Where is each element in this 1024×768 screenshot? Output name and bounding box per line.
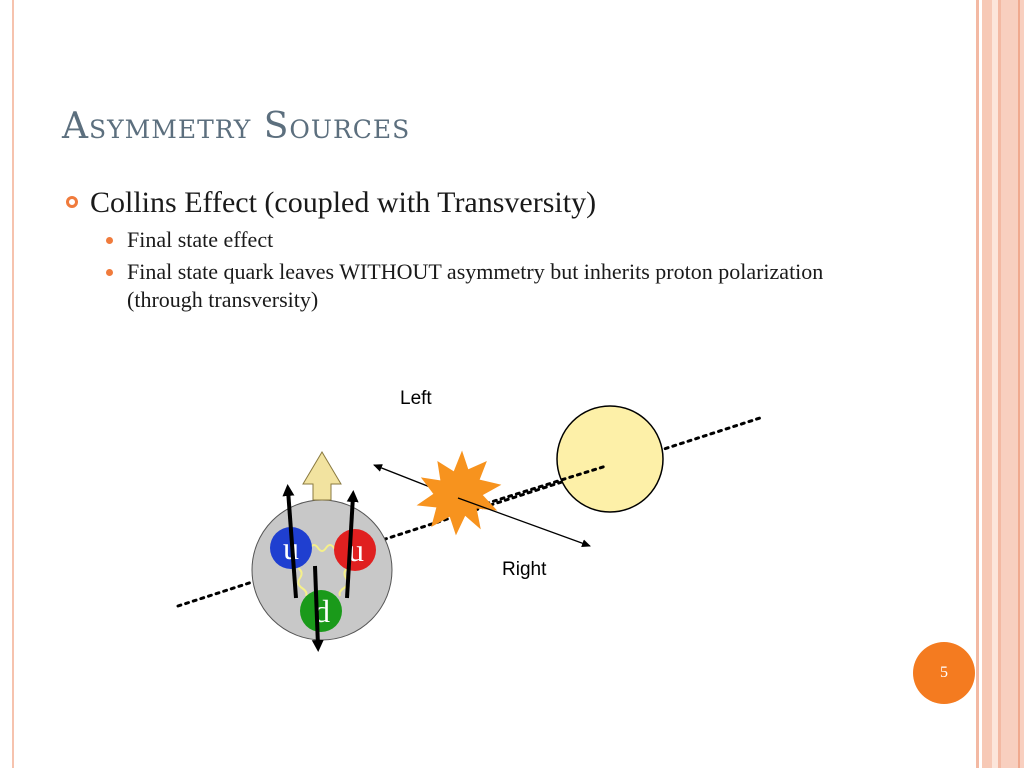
- right-decorative-border: [974, 0, 1024, 768]
- label-left: Left: [400, 388, 432, 409]
- right-arrow: [457, 497, 591, 548]
- quark-u-right: [334, 529, 376, 571]
- sub-bullet-text: Final state quark leaves WITHOUT asymmet…: [127, 259, 824, 312]
- slide-title: Asymmetry Sources: [62, 106, 411, 147]
- gluon-link-ud-left: [297, 567, 308, 597]
- label-right: Right: [502, 559, 547, 580]
- quark-spin-up-arrow-left: [282, 484, 298, 599]
- bullet-level1: Collins Effect (coupled with Transversit…: [66, 184, 946, 222]
- quark-d: [300, 590, 342, 632]
- beam-line-front: [438, 464, 608, 520]
- dot-bullet-icon: [106, 269, 113, 276]
- quark-spin-down-arrow: [311, 565, 324, 652]
- page-number-badge: 5: [913, 642, 975, 704]
- collision-burst-icon: [416, 450, 502, 536]
- proton-spin-arrow-icon: [302, 451, 342, 501]
- quark-spin-up-arrow-right: [345, 490, 359, 599]
- ring-bullet-icon: [66, 196, 78, 208]
- left-border-line: [12, 0, 14, 768]
- target-sphere: [556, 405, 664, 513]
- bullet-level2: Final state effect: [106, 226, 946, 254]
- bullet-list: Collins Effect (coupled with Transversit…: [66, 184, 946, 314]
- dot-bullet-icon: [106, 237, 113, 244]
- bullet-text: Collins Effect (coupled with Transversit…: [90, 186, 597, 219]
- sub-bullet-text: Final state effect: [127, 227, 274, 252]
- bullet-level2: Final state quark leaves WITHOUT asymmet…: [106, 258, 946, 314]
